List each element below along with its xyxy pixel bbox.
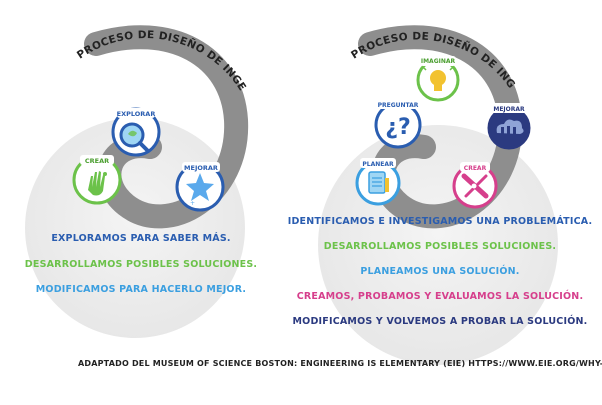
ask-question-icon: ¿? PREGUNTAR: [374, 99, 422, 149]
plan-label: PLANEAR: [362, 161, 394, 168]
improve-right-label: MEJORAR: [493, 106, 525, 113]
right-step-3: PLANEAMOS UNA SOLUCIÓN.: [360, 266, 520, 277]
create-right-label: CREAR: [464, 165, 487, 172]
left-step-2: DESARROLLAMOS POSIBLES SOLUCIONES.: [24, 259, 258, 270]
svg-text:¿?: ¿?: [385, 115, 411, 140]
improve-star-icon: + MEJORAR: [175, 162, 225, 212]
explore-icon: EXPLORAR: [111, 107, 161, 157]
right-step-4: CREAMOS, PROBAMOS Y EVALUAMOS LA SOLUCIÓ…: [296, 291, 584, 302]
improve-cloud-icon: MEJORAR: [487, 103, 531, 150]
source-credit: ADAPTADO DEL MUSEUM OF SCIENCE BOSTON: E…: [78, 359, 602, 368]
svg-text:+: +: [190, 200, 195, 207]
right-step-5: MODIFICAMOS Y VOLVEMOS A PROBAR LA SOLUC…: [292, 316, 588, 327]
create-label: CREAR: [85, 157, 109, 165]
imagine-lightbulb-icon: IMAGINAR: [416, 56, 460, 102]
right-step-1: IDENTIFICAMOS E INVESTIGAMOS UNA PROBLEM…: [287, 216, 593, 227]
create-icon: CREAR: [72, 155, 122, 205]
ask-label: PREGUNTAR: [378, 102, 419, 109]
left-step-1: EXPLORAMOS PARA SABER MÁS.: [51, 233, 231, 244]
left-step-3: MODIFICAMOS PARA HACERLO MEJOR.: [35, 284, 247, 295]
right-step-2: DESARROLLAMOS POSIBLES SOLUCIONES.: [323, 241, 557, 252]
explore-label: EXPLORAR: [117, 110, 156, 118]
imagine-label: IMAGINAR: [421, 58, 456, 65]
improve-label: MEJORAR: [184, 164, 218, 172]
create-tools-icon: CREAR: [452, 162, 498, 209]
plan-clipboard-icon: PLANEAR: [355, 158, 401, 206]
